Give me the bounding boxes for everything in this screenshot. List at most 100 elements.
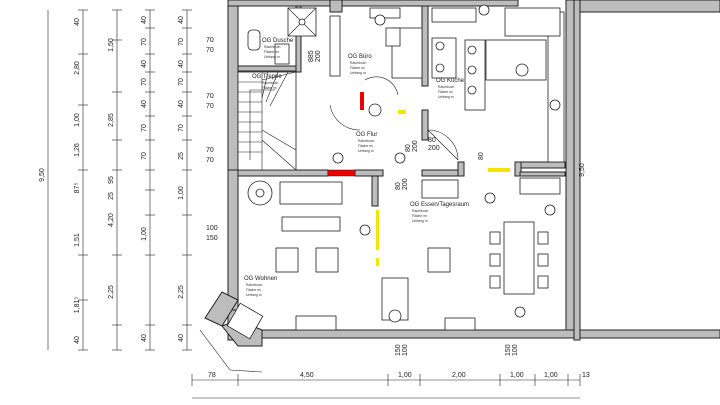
- room-meta-kueche-3: Umfang m: [438, 95, 454, 99]
- dim-col3-3: 70: [141, 78, 148, 86]
- dim-col3-10: 40: [141, 334, 148, 342]
- dim-col2-6: 40: [74, 336, 81, 344]
- window-dimension-labels: 70 70 70 70 70 70 100 150: [206, 37, 218, 242]
- office-furniture: [329, 7, 423, 117]
- window-dim-5: 70: [206, 157, 214, 164]
- room-meta-dusche-3: Umfang m: [264, 55, 280, 59]
- room-label-essen: OG Essen/Tagesraum: [410, 202, 469, 208]
- door-dim-6: 80: [395, 182, 402, 190]
- room-meta-dusche-1: Raumbuch: [264, 45, 281, 49]
- window-dim-0: 70: [206, 37, 214, 44]
- hall-door-swings: [329, 104, 459, 161]
- room-label-dusche: OG Dusche: [262, 38, 294, 44]
- door-dim-7: 200: [402, 178, 409, 190]
- bottom-dim-4: 1,00: [510, 372, 524, 379]
- room-label-buero: OG Büro: [348, 54, 372, 60]
- room-meta-buero-2: Fläche m²: [350, 66, 366, 70]
- bottom-dim-0: 78: [208, 372, 216, 379]
- dim-col3-6: 70: [141, 152, 148, 160]
- dim-col1-1: 2,85: [108, 113, 115, 127]
- room-meta-wohnen-2: Fläche m²: [246, 288, 262, 292]
- dim-col1-2: 4,20: [108, 213, 115, 227]
- door-dim-0: 885: [308, 50, 315, 62]
- room-meta-flur-3: Umfang m: [358, 149, 374, 153]
- dim-col1-3: 1,51: [74, 233, 81, 247]
- dim-col4-3: 70: [178, 78, 185, 86]
- dim-col4-0: 40: [178, 16, 185, 24]
- dim-col3-4: 40: [141, 100, 148, 108]
- door-dim-1: 200: [315, 50, 322, 62]
- dim-right-total: 9,50: [579, 163, 586, 177]
- room-label-kueche: OG Küche: [436, 78, 465, 84]
- dim-col2-4: 2,25: [108, 285, 115, 299]
- kitchen-furniture: [431, 4, 565, 163]
- door-dim-5: 200: [428, 145, 440, 152]
- room-meta-essen-3: Umfang m: [412, 219, 428, 223]
- door-dim-4: 80: [428, 137, 436, 144]
- dim-col1-4: 1,81⁵: [74, 297, 81, 314]
- interior-walls: [237, 0, 566, 266]
- room-meta-buero-3: Umfang m: [350, 71, 366, 75]
- room-meta-buero-1: Raumbuch: [350, 61, 367, 65]
- bottom-window-dim-1: 100: [402, 344, 409, 356]
- bottom-dim-6: 13: [582, 372, 590, 379]
- door-dim-8: 80: [478, 152, 485, 160]
- dim-col2-0: 1,50: [108, 38, 115, 52]
- room-meta-kueche-1: Raumbuch: [438, 85, 455, 89]
- room-meta-essen-1: Raumbuch: [412, 209, 429, 213]
- bottom-dim-2: 1,00: [398, 372, 412, 379]
- room-meta-dusche-2: Fläche m²: [264, 50, 280, 54]
- left-dimension-chains: 9,50 2,80 2,85 4,20 1,51 1,81⁵ 1,50 1,00…: [39, 9, 192, 351]
- dim-col4-4: 40: [178, 100, 185, 108]
- bottom-window-dim-2: 150: [505, 344, 512, 356]
- dim-col4-9: 40: [178, 334, 185, 342]
- dim-col3-7: 95: [108, 176, 115, 184]
- dim-col3-2: 40: [141, 60, 148, 68]
- dim-total-height: 9,50: [39, 168, 46, 182]
- window-dim-6: 100: [206, 225, 218, 232]
- room-meta-treppe-2: Fläche m²: [262, 86, 278, 90]
- room-labels: OG Dusche Raumbuch Fläche m² Umfang m OG…: [244, 38, 469, 297]
- dim-col1-0: 2,80: [74, 61, 81, 75]
- dim-col3-9: 1,00: [141, 227, 148, 241]
- dim-col2-5: 40: [74, 18, 81, 26]
- room-label-flur: OG Flur: [356, 132, 377, 138]
- living-furniture: [247, 152, 561, 331]
- dim-col4-2: 40: [178, 60, 185, 68]
- dim-col4-5: 70: [178, 124, 185, 132]
- room-meta-treppe-1: Raumbuch: [262, 81, 279, 85]
- dim-col3-0: 40: [141, 16, 148, 24]
- bottom-dim-5: 1,00: [544, 372, 558, 379]
- window-dim-7: 150: [206, 235, 218, 242]
- door-dimension-labels: 885 200 80 200 80 200 80 200 80: [308, 50, 485, 190]
- bay-window: [199, 291, 264, 373]
- room-label-treppe: OG Treppe: [252, 74, 282, 80]
- bottom-window-labels: 150 100 150 100: [395, 344, 519, 356]
- bottom-dim-3: 2,00: [452, 372, 466, 379]
- window-dim-1: 70: [206, 47, 214, 54]
- room-meta-essen-2: Fläche m²: [412, 214, 428, 218]
- bottom-dim-1: 4,50: [300, 372, 314, 379]
- dim-col3-1: 70: [141, 38, 148, 46]
- window-dim-2: 70: [206, 93, 214, 100]
- door-dim-3: 200: [412, 140, 419, 152]
- room-meta-flur-2: Fläche m²: [358, 144, 374, 148]
- dim-col4-7: 1,00: [178, 186, 185, 200]
- room-label-wohnen: OG Wohnen: [244, 276, 277, 282]
- room-meta-flur-1: Raumbuch: [358, 139, 375, 143]
- shower-room: [247, 7, 317, 65]
- room-meta-wohnen-3: Umfang m: [246, 293, 262, 297]
- dim-col4-6: 25: [178, 152, 185, 160]
- door-dim-2: 80: [405, 144, 412, 152]
- dim-col2-3: 87⁵: [74, 183, 81, 194]
- room-meta-kueche-2: Fläche m²: [438, 90, 454, 94]
- exterior-walls: [227, 0, 720, 341]
- window-dim-3: 70: [206, 103, 214, 110]
- staircase: [237, 71, 297, 171]
- room-meta-wohnen-1: Raumbuch: [246, 283, 263, 287]
- dim-col4-1: 70: [178, 38, 185, 46]
- bottom-window-dim-0: 150: [395, 344, 402, 356]
- bottom-dimension-chain: 78 4,50 1,00 2,00 1,00 1,00 13: [191, 372, 590, 399]
- dim-col3-5: 70: [141, 124, 148, 132]
